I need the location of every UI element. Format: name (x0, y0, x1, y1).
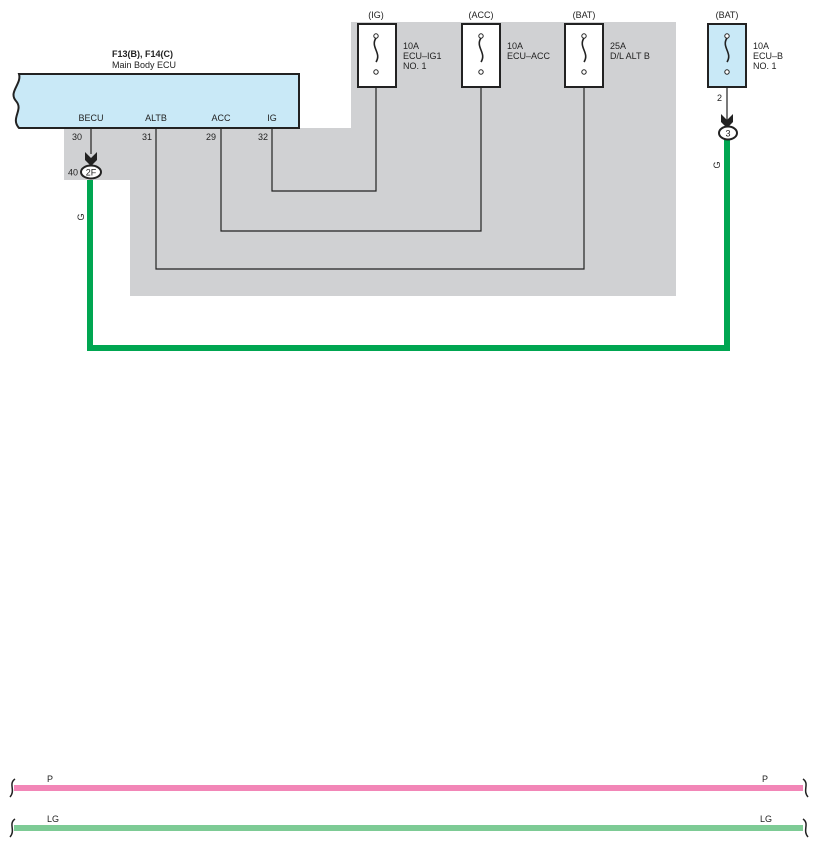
connector-oval (718, 125, 738, 141)
wire-break-right (802, 818, 809, 838)
pin-number-ig: 32 (258, 132, 268, 142)
fuse-source-label: (BAT) (573, 10, 596, 20)
fuse-rating: 25A (610, 41, 626, 51)
fuse-element (581, 37, 587, 63)
fuse-rating: 10A (403, 41, 419, 51)
wire-color-label-left: G (76, 213, 86, 220)
fuse-source-label: (BAT) (716, 10, 739, 20)
pin-label-ig: IG (267, 113, 277, 123)
fuse-terminal-top (581, 33, 587, 39)
wire-break-left (9, 818, 16, 838)
ecu-subtitle: Main Body ECU (112, 60, 176, 70)
fuse-element (478, 37, 484, 63)
connector-arrow-icon (721, 114, 733, 128)
pin-number-becu: 30 (72, 132, 82, 142)
fuse-ecu-acc: (ACC) 10A ECU–ACC (461, 10, 551, 88)
ecu-title: F13(B), F14(C) (112, 49, 173, 59)
pin-number-acc: 29 (206, 132, 216, 142)
fuse-terminal-bottom (373, 69, 379, 75)
connector-id: 2F (86, 168, 97, 178)
wire-break-right (802, 778, 809, 798)
wire-label-left: LG (47, 814, 59, 824)
fuse-terminal-bottom (478, 69, 484, 75)
fuse-dl-alt-b: (BAT) 25A D/L ALT B (564, 10, 650, 88)
wire-label-left: P (47, 774, 53, 784)
shaded-area (64, 22, 676, 296)
wire-label-right: P (762, 774, 768, 784)
wire-break-left (9, 778, 16, 798)
right-connector-pin-number: 2 (717, 93, 722, 103)
fuse-ecu-b: (BAT) 10A ECU–B NO. 1 (707, 10, 783, 88)
connector-arrow-icon (85, 152, 97, 166)
fuse-ecu-ig1: (IG) 10A ECU–IG1 NO. 1 (357, 10, 442, 88)
wire-green-g (87, 140, 730, 351)
fuse-name: ECU–ACC (507, 51, 551, 61)
fuse-terminal-bottom (581, 69, 587, 75)
fuse-rating: 10A (753, 41, 769, 51)
fuse-box (461, 23, 501, 88)
fuse-name: ECU–B (753, 51, 783, 61)
connector-2f: 2F 40 (68, 152, 102, 180)
wire-light-green-lg: LG LG (9, 814, 809, 838)
fuse-name-suffix: NO. 1 (403, 61, 427, 71)
wire-label-right: LG (760, 814, 772, 824)
wire-altb (155, 72, 585, 270)
wire-ig (271, 72, 377, 192)
pin-label-becu: BECU (78, 113, 103, 123)
connector-oval (80, 164, 102, 180)
fuse-element (373, 37, 379, 63)
fuse-terminal-top (373, 33, 379, 39)
wire-pink-p: P P (9, 774, 809, 798)
fuse-terminal-top (724, 33, 730, 39)
wire-color-label-right: G (712, 161, 722, 168)
connector-pin-number: 40 (68, 168, 78, 178)
fuse-name: ECU–IG1 (403, 51, 442, 61)
wire-acc (220, 72, 482, 232)
fuse-name: D/L ALT B (610, 51, 650, 61)
fuse-terminal-bottom (724, 69, 730, 75)
connector-id: 3 (725, 129, 730, 139)
fuse-name-suffix: NO. 1 (753, 61, 777, 71)
pin-label-altb: ALTB (145, 113, 167, 123)
fuse-source-label: (ACC) (469, 10, 494, 20)
fuse-element (724, 37, 730, 63)
connector-3: 3 (718, 114, 738, 141)
ecu-body (12, 73, 300, 129)
fuse-terminal-top (478, 33, 484, 39)
fuse-source-label: (IG) (368, 10, 384, 20)
pin-number-altb: 31 (142, 132, 152, 142)
pin-label-acc: ACC (211, 113, 231, 123)
fuse-rating: 10A (507, 41, 523, 51)
